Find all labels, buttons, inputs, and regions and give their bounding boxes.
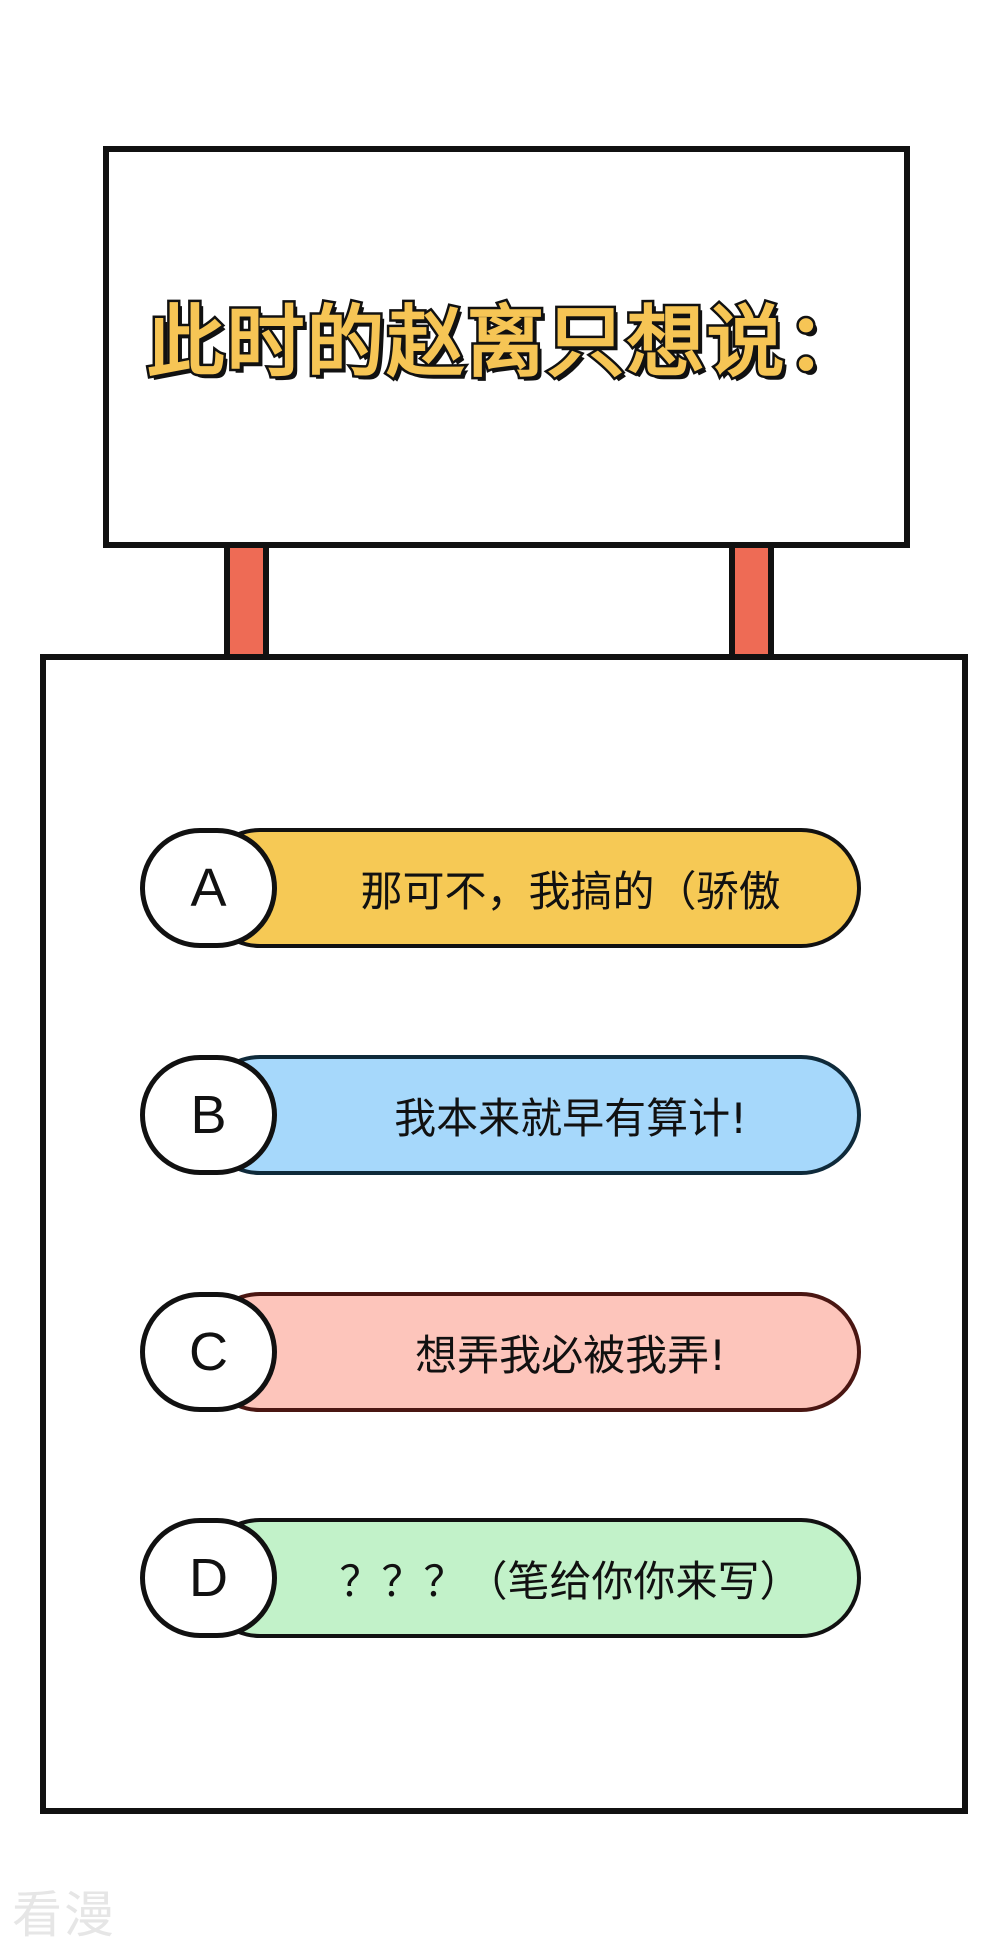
option-d-text: ？？？（笔给你你来写）	[339, 1556, 802, 1606]
option-c-bar	[200, 1292, 861, 1412]
option-a-text: 那可不，我搞的（骄傲	[360, 866, 781, 916]
option-b[interactable]: B 我本来就早有算计!	[140, 1055, 861, 1175]
option-b-bar	[200, 1055, 861, 1175]
option-d-badge: D	[140, 1518, 277, 1638]
option-d-bar	[200, 1518, 861, 1638]
option-d[interactable]: D ？？？（笔给你你来写）	[140, 1518, 861, 1638]
option-b-text: 我本来就早有算计!	[394, 1093, 747, 1143]
option-c-badge: C	[140, 1292, 277, 1412]
sign-post-right	[729, 548, 774, 658]
sign-post-left	[224, 548, 269, 658]
option-b-badge: B	[140, 1055, 277, 1175]
option-a-badge: A	[140, 828, 277, 948]
title-text: 此时的赵离只想说：	[144, 298, 867, 388]
title-board: 此时的赵离只想说：	[103, 146, 910, 548]
option-c[interactable]: C 想弄我必被我弄!	[140, 1292, 861, 1412]
option-c-text: 想弄我必被我弄!	[415, 1330, 726, 1380]
watermark-logo: 看漫	[12, 1886, 116, 1944]
option-a[interactable]: A 那可不，我搞的（骄傲	[140, 828, 861, 948]
option-a-bar	[200, 828, 861, 948]
